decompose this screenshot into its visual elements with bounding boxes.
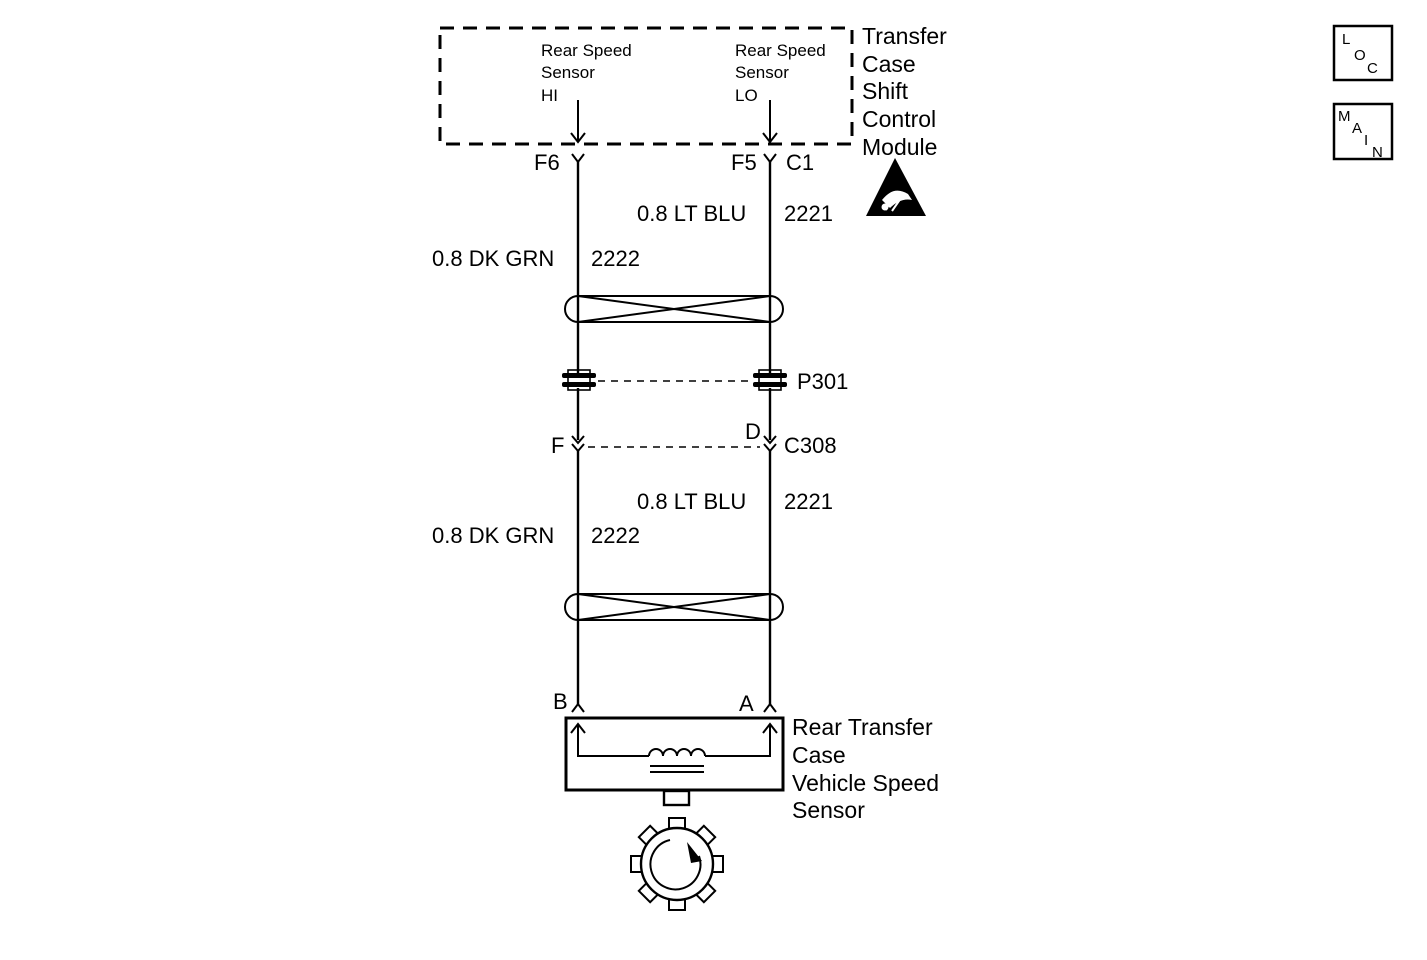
module-name-line: Control <box>862 106 936 132</box>
sensor-pin-b-symbol <box>571 702 585 713</box>
speed-sensor-name: Rear Transfer Case Vehicle Speed Sensor <box>792 714 939 823</box>
input-lo-label: Rear Speed Sensor LO <box>735 41 826 105</box>
pin-f6-label: F6 <box>534 150 560 175</box>
coil-icon <box>648 748 706 773</box>
loc-letter: L <box>1342 31 1350 48</box>
wire-2221-color-label-lower: 0.8 LT BLU <box>637 489 746 514</box>
module-name-line: Module <box>862 134 937 160</box>
passthrough-grommet-icon <box>753 369 787 391</box>
module-name-line: Transfer <box>862 23 947 49</box>
svg-text:Sensor: Sensor <box>735 63 789 82</box>
speed-sensor-body <box>564 716 785 792</box>
module-dashed-boundary <box>438 26 854 146</box>
esd-warning-icon <box>866 158 926 216</box>
main-letter: A <box>1352 120 1362 137</box>
svg-text:Rear Transfer: Rear Transfer <box>792 714 933 740</box>
pin-f6-symbol <box>571 153 585 164</box>
wire-2222-color-label: 0.8 DK GRN <box>432 246 554 271</box>
main-letter: N <box>1372 144 1383 161</box>
input-hi-label: Rear Speed Sensor HI <box>541 41 632 105</box>
sensor-pin-a-label: A <box>739 691 754 716</box>
module-name-line: Shift <box>862 78 909 104</box>
sensor-tip <box>662 789 691 807</box>
wire-2221-circuit-label: 2221 <box>784 201 833 226</box>
sensor-pin-b-label: B <box>553 689 568 714</box>
module-name-line: Case <box>862 51 916 77</box>
pin-f5-symbol <box>763 153 777 164</box>
input-hi-arrow-icon <box>570 100 586 144</box>
svg-text:Sensor: Sensor <box>792 797 865 823</box>
svg-text:HI: HI <box>541 86 558 105</box>
main-nav-button[interactable]: M A I N <box>1332 102 1394 161</box>
connector-c1-label: C1 <box>786 150 814 175</box>
loc-letter: C <box>1367 60 1378 77</box>
loc-letter: O <box>1354 47 1366 64</box>
svg-text:Rear Speed: Rear Speed <box>735 41 826 60</box>
pin-f5-label: F5 <box>731 150 757 175</box>
svg-text:Case: Case <box>792 742 846 768</box>
svg-text:Sensor: Sensor <box>541 63 595 82</box>
c308-connector-label: C308 <box>784 433 837 458</box>
svg-text:Rear Speed: Rear Speed <box>541 41 632 60</box>
c308-pin-f-label: F <box>551 433 564 458</box>
passthrough-grommet-icon <box>562 369 596 391</box>
passthrough-p301-label: P301 <box>797 369 848 394</box>
wire-2221-circuit-label-lower: 2221 <box>784 489 833 514</box>
reluctor-wheel-icon <box>630 817 724 911</box>
sensor-internal-circuit <box>570 722 778 757</box>
c308-pin-d-label: D <box>745 419 761 444</box>
wire-2222-color-label-lower: 0.8 DK GRN <box>432 523 554 548</box>
main-letter: I <box>1364 132 1368 149</box>
sensor-pin-a-symbol <box>763 702 777 713</box>
wire-2221-color-label: 0.8 LT BLU <box>637 201 746 226</box>
main-letter: M <box>1338 108 1351 125</box>
twisted-pair-symbol <box>564 295 784 323</box>
loc-nav-button[interactable]: L O C <box>1332 24 1394 82</box>
module-name: Transfer Case Shift Control Module <box>862 23 947 160</box>
wire-2222-circuit-label-lower: 2222 <box>591 523 640 548</box>
svg-text:LO: LO <box>735 86 758 105</box>
svg-text:Vehicle Speed: Vehicle Speed <box>792 770 939 796</box>
twisted-pair-symbol <box>564 593 784 621</box>
wire-2222-circuit-label: 2222 <box>591 246 640 271</box>
input-lo-arrow-icon <box>762 100 778 144</box>
